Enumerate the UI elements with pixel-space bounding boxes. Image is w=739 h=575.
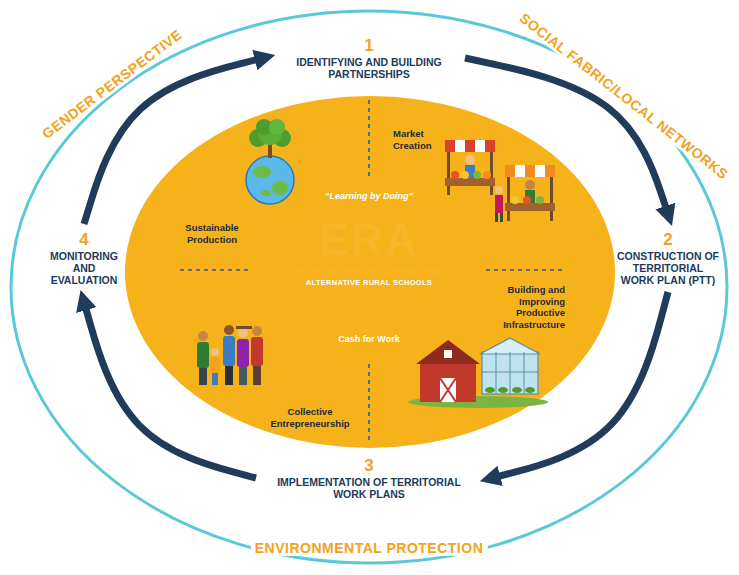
quadrant-label-holder: Market Creation — [393, 128, 447, 151]
logo-text-holder: “Learning by Doing” — [257, 192, 481, 201]
orange-ellipse — [125, 96, 615, 448]
step-number: 3 — [262, 456, 476, 476]
cycle-arrow — [465, 58, 668, 214]
step-title: IMPLEMENTATION OF TERRITORIAL WORK PLANS — [262, 476, 476, 500]
quadrant-dashes — [180, 100, 565, 444]
logo-text: “Learning by Doing” — [257, 192, 481, 201]
quadrant-label-holder: Sustainable Production — [178, 222, 246, 245]
people-illustration — [197, 325, 263, 385]
step-number: 2 — [616, 230, 720, 250]
logo-text: Cash for Work — [257, 335, 481, 344]
cycle-arrow — [84, 302, 256, 478]
quadrant-label: Market Creation — [393, 128, 447, 151]
step-label: 4MONITORING AND EVALUATION — [45, 230, 123, 286]
step-number: 4 — [45, 230, 123, 250]
ring-label-holder: ENVIRONMENTAL PROTECTION — [251, 540, 488, 556]
farm-infrastructure-illustration — [408, 338, 548, 408]
logo-text-holder: ERA — [257, 218, 481, 262]
step-label: 2CONSTRUCTION OF TERRITORIAL WORK PLAN (… — [616, 230, 720, 286]
step-number: 1 — [279, 36, 459, 56]
logo-text-holder: Cash for Work — [257, 335, 481, 344]
quadrant-label-holder: Collective Entrepreneurship — [264, 406, 356, 429]
logo-text-holder: ALTERNATIVE RURAL SCHOOLS — [257, 279, 481, 287]
step-label: 1IDENTIFYING AND BUILDING PARTNERSHIPS — [279, 36, 459, 80]
market-illustration — [445, 140, 555, 222]
logo-text: ESCUELAS RURALES ALTERNATIVAS — [257, 268, 481, 276]
ring-label: ENVIRONMENTAL PROTECTION — [251, 540, 488, 556]
quadrant-label-holder: Building and Improving Productive Infras… — [491, 284, 565, 330]
step-title: CONSTRUCTION OF TERRITORIAL WORK PLAN (P… — [616, 250, 720, 286]
ring-label: SOCIAL FABRIC/LOCAL NETWORKS — [513, 7, 734, 185]
quadrant-label: Building and Improving Productive Infras… — [491, 284, 565, 330]
ring-label-holder: SOCIAL FABRIC/LOCAL NETWORKS — [513, 7, 734, 185]
ring-label-holder: GENDER PERSPECTIVE — [36, 24, 188, 144]
navy-ellipse — [257, 180, 481, 360]
globe-tree-illustration — [246, 119, 294, 204]
step-label: 3IMPLEMENTATION OF TERRITORIAL WORK PLAN… — [262, 456, 476, 500]
logo-mark: ERA — [257, 218, 481, 262]
step-title: IDENTIFYING AND BUILDING PARTNERSHIPS — [279, 56, 459, 80]
logo-ellipse: “Learning by Doing” ERA ESCUELAS RURALES A… — [257, 180, 481, 360]
quadrant-label: Sustainable Production — [178, 222, 246, 245]
step-title: MONITORING AND EVALUATION — [45, 250, 123, 286]
quadrant-ellipse: “Learning by Doing” ERA ESCUELAS RURALES A… — [125, 96, 615, 448]
quadrant-label: Collective Entrepreneurship — [264, 406, 356, 429]
logo-text-holder: ESCUELAS RURALES ALTERNATIVAS — [257, 268, 481, 276]
logo-text: ALTERNATIVE RURAL SCHOOLS — [257, 279, 481, 287]
ring-label: GENDER PERSPECTIVE — [36, 24, 188, 144]
